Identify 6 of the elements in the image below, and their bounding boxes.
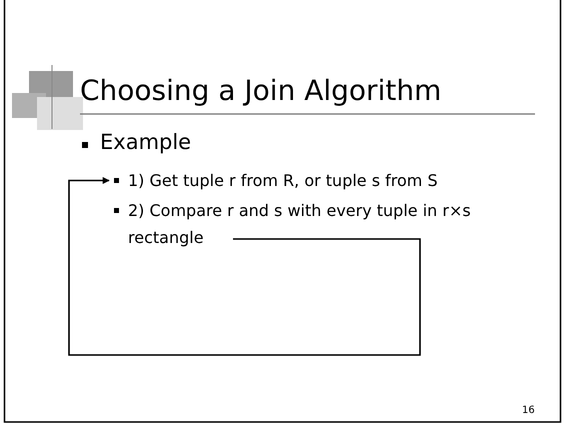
bullet-text: 1) Get tuple r from R, or tuple s from S bbox=[110, 167, 550, 194]
page-number: 16 bbox=[522, 405, 535, 416]
bullet-text: 2) Compare r and s with every tuple in r×s rectangle bbox=[110, 197, 542, 251]
bullet-text: Example bbox=[80, 130, 192, 154]
loop-arrow bbox=[68, 177, 421, 356]
slide-title: Choosing a Join Algorithm bbox=[80, 74, 442, 107]
